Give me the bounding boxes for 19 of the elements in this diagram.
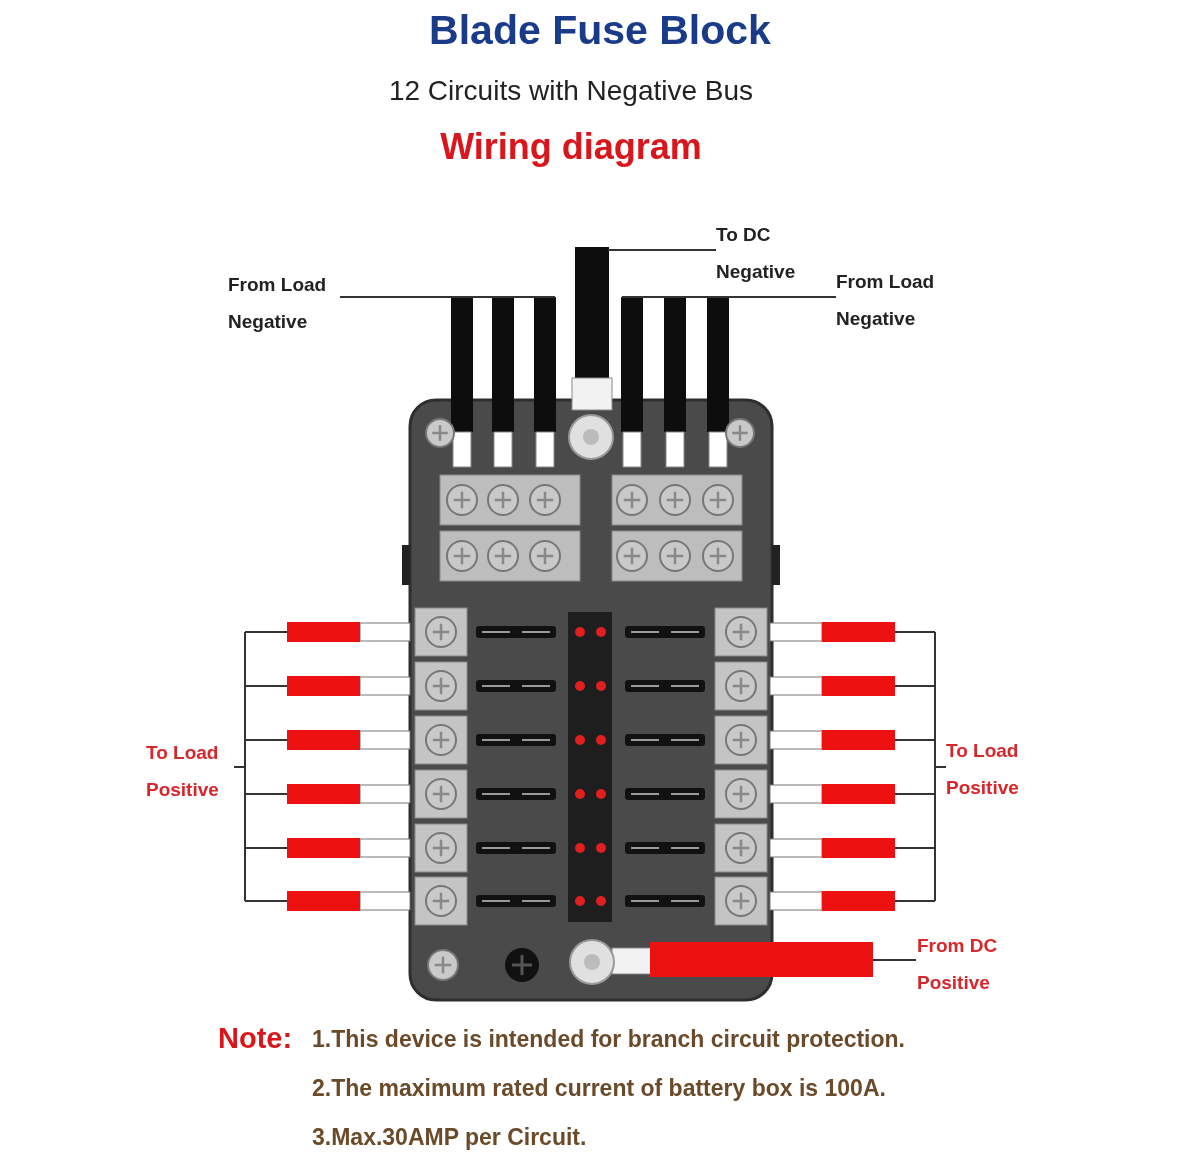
leader-line xyxy=(872,959,917,961)
diagram-heading: Wiring diagram xyxy=(439,125,703,169)
note-text: 1.This device is intended for branch circuit protection. xyxy=(312,1025,905,1054)
title: Blade Fuse Block xyxy=(428,6,772,55)
callout-label: From DC Positive xyxy=(917,927,1017,1001)
callout-label: To DC Negative xyxy=(716,216,816,290)
note-text: 2.The maximum rated current of battery box is 100A. xyxy=(312,1074,886,1103)
leader-line xyxy=(233,631,288,902)
leader-line xyxy=(894,631,947,902)
callout-label: To Load Positive xyxy=(146,734,234,808)
callout-label: From Load Negative xyxy=(836,263,948,337)
subtitle: 12 Circuits with Negative Bus xyxy=(387,74,755,108)
note-text: 3.Max.30AMP per Circuit. xyxy=(312,1123,587,1152)
leader-line xyxy=(339,296,556,298)
leader-line xyxy=(621,296,837,298)
callout-label: To Load Positive xyxy=(946,732,1034,806)
callout-label: From Load Negative xyxy=(228,266,340,340)
leader-line xyxy=(607,249,717,251)
note-heading: Note: xyxy=(218,1021,293,1056)
